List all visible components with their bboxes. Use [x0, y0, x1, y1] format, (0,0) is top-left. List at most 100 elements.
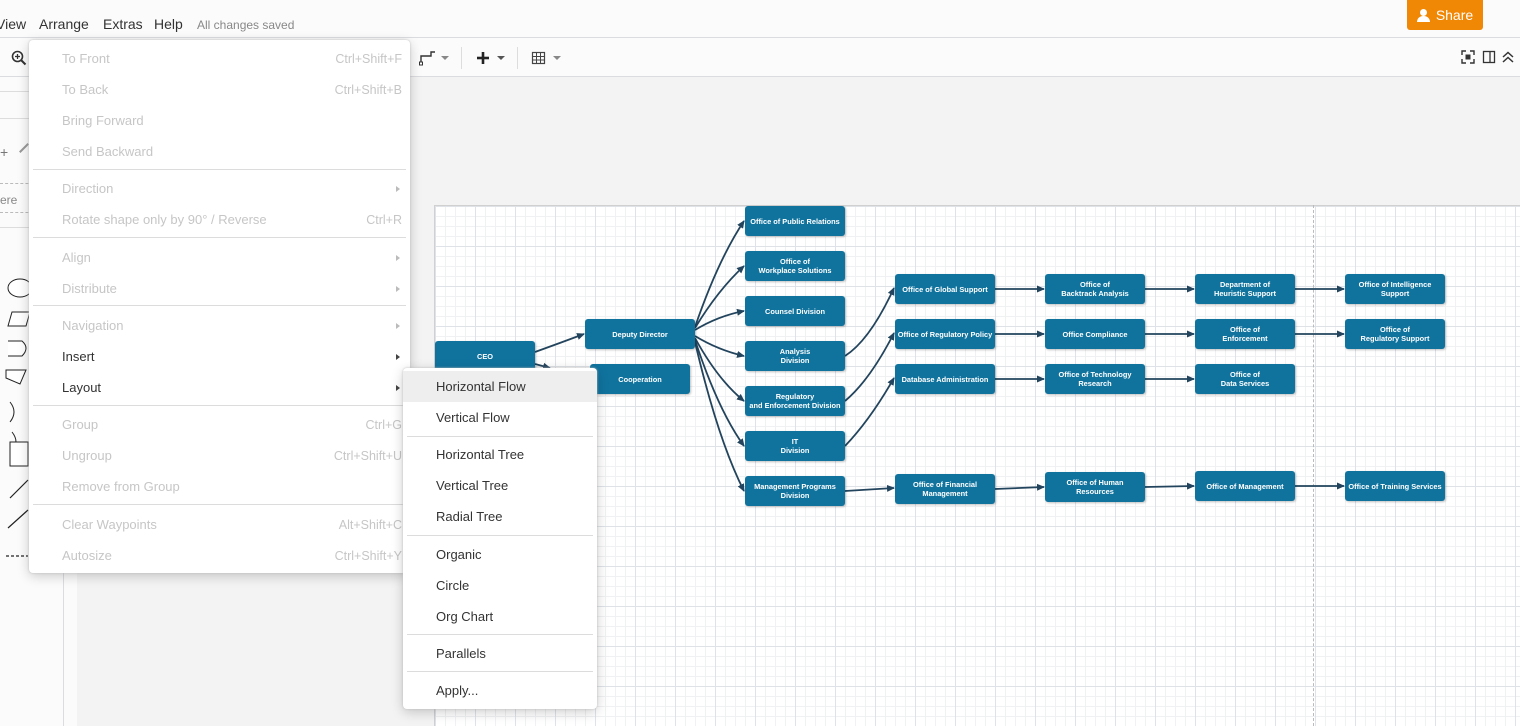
insert-plus-icon[interactable]: [475, 50, 509, 66]
node-workplace-solutions[interactable]: Office of Workplace Solutions: [745, 251, 845, 281]
menu-separator: [407, 634, 593, 635]
shape-palette[interactable]: [0, 272, 40, 572]
node-enforcement[interactable]: Office of Enforcement: [1195, 319, 1295, 349]
node-analysis-division[interactable]: Analysis Division: [745, 341, 845, 371]
submenu-item-circle[interactable]: Circle: [436, 578, 470, 593]
node-global-support[interactable]: Office of Global Support: [895, 274, 995, 304]
node-data-services[interactable]: Office of Data Services: [1195, 364, 1295, 394]
menu-view[interactable]: View: [0, 16, 27, 32]
edge[interactable]: [694, 337, 745, 402]
table-icon[interactable]: [531, 50, 565, 66]
share-button[interactable]: Share: [1407, 0, 1483, 30]
waypoints-icon[interactable]: [419, 50, 451, 66]
search-placeholder: ere: [0, 193, 18, 207]
node-ceo[interactable]: CEO: [435, 341, 535, 371]
edge[interactable]: [844, 287, 895, 357]
edge[interactable]: [694, 339, 745, 447]
chevron-right-icon: [396, 285, 400, 292]
node-regulatory-support[interactable]: Office of Regulatory Support: [1345, 319, 1445, 349]
edge[interactable]: [694, 265, 745, 329]
menu-item-distribute[interactable]: Distribute: [29, 273, 410, 304]
chevron-right-icon: [396, 322, 400, 329]
fullscreen-icon[interactable]: [1461, 50, 1475, 64]
node-regulatory-enforcement[interactable]: Regulatory and Enforcement Division: [745, 386, 845, 416]
node-technology-research[interactable]: Office of Technology Research: [1045, 364, 1145, 394]
node-management-programs[interactable]: Management Programs Division: [745, 476, 845, 506]
chevron-right-icon: [396, 185, 400, 192]
menu-item-bring-forward[interactable]: Bring Forward: [62, 113, 144, 128]
toolbar-divider: [461, 47, 462, 69]
format-panel-icon[interactable]: [1482, 50, 1496, 64]
node-cooperation[interactable]: Cooperation: [590, 364, 690, 394]
menu-item-remove-from-group[interactable]: Remove from Group: [62, 479, 180, 494]
menu-separator: [33, 169, 406, 170]
submenu-item-apply[interactable]: Apply...: [436, 683, 479, 698]
node-counsel-division[interactable]: Counsel Division: [745, 296, 845, 326]
layout-submenu: Horizontal Flow Vertical Flow Horizontal…: [403, 368, 597, 709]
menu-bar: View Arrange Extras Help All changes sav…: [0, 0, 1520, 38]
submenu-item-parallels[interactable]: Parallels: [436, 646, 486, 661]
edge[interactable]: [694, 335, 745, 358]
node-public-relations[interactable]: Office of Public Relations: [745, 206, 845, 236]
node-training-services[interactable]: Office of Training Services: [1345, 471, 1445, 501]
edge[interactable]: [1144, 482, 1195, 490]
node-heuristic-support[interactable]: Department of Heuristic Support: [1195, 274, 1295, 304]
menu-separator: [33, 504, 406, 505]
submenu-item-horizontal-flow[interactable]: Horizontal Flow: [403, 371, 597, 402]
edge[interactable]: [694, 220, 745, 328]
menu-help[interactable]: Help: [154, 16, 183, 32]
node-backtrack-analysis[interactable]: Office of Backtrack Analysis: [1045, 274, 1145, 304]
edge[interactable]: [694, 308, 745, 331]
menu-arrange[interactable]: Arrange: [39, 16, 89, 32]
chevron-right-icon: [396, 353, 400, 360]
menu-item-send-backward[interactable]: Send Backward: [62, 144, 154, 159]
node-office-compliance[interactable]: Office Compliance: [1045, 319, 1145, 349]
edge[interactable]: [844, 484, 895, 492]
edge[interactable]: [534, 362, 551, 370]
node-financial-management[interactable]: Office of Financial Management: [895, 474, 995, 504]
submenu-item-org-chart[interactable]: Org Chart: [436, 609, 494, 624]
menu-separator: [33, 237, 406, 238]
submenu-item-organic[interactable]: Organic: [436, 547, 482, 562]
edge[interactable]: [844, 332, 895, 402]
collapse-icon[interactable]: [1501, 50, 1515, 64]
menu-item-direction[interactable]: Direction: [29, 173, 410, 204]
zoom-in-icon[interactable]: [11, 50, 27, 66]
node-intelligence-support[interactable]: Office of Intelligence Support: [1345, 274, 1445, 304]
menu-item-align[interactable]: Align: [29, 242, 410, 273]
node-regulatory-policy[interactable]: Office of Regulatory Policy: [895, 319, 995, 349]
menu-separator: [33, 405, 406, 406]
node-database-admin[interactable]: Database Administration: [895, 364, 995, 394]
submenu-item-horizontal-tree[interactable]: Horizontal Tree: [436, 447, 525, 462]
node-it-division[interactable]: IT Division: [745, 431, 845, 461]
edge[interactable]: [844, 377, 895, 447]
menu-item-insert[interactable]: Insert: [29, 341, 410, 372]
node-deputy-director[interactable]: Deputy Director: [585, 319, 695, 349]
page-break-line: [1313, 205, 1314, 726]
add-icon[interactable]: +: [0, 144, 9, 160]
submenu-item-radial-tree[interactable]: Radial Tree: [436, 509, 503, 524]
edge[interactable]: [534, 333, 585, 353]
node-office-management[interactable]: Office of Management: [1195, 471, 1295, 501]
node-human-resources[interactable]: Office of Human Resources: [1045, 472, 1145, 502]
menu-extras[interactable]: Extras: [103, 16, 143, 32]
submenu-item-vertical-tree[interactable]: Vertical Tree: [436, 478, 509, 493]
menu-separator: [407, 671, 593, 672]
edge[interactable]: [694, 341, 745, 492]
chevron-right-icon: [396, 384, 400, 391]
save-status: All changes saved: [197, 18, 295, 32]
menu-item-navigation[interactable]: Navigation: [29, 310, 410, 341]
menu-item-layout[interactable]: Layout: [29, 372, 410, 403]
edge[interactable]: [994, 483, 1045, 491]
menu-separator: [33, 305, 406, 306]
submenu-item-vertical-flow[interactable]: Vertical Flow: [436, 410, 510, 425]
